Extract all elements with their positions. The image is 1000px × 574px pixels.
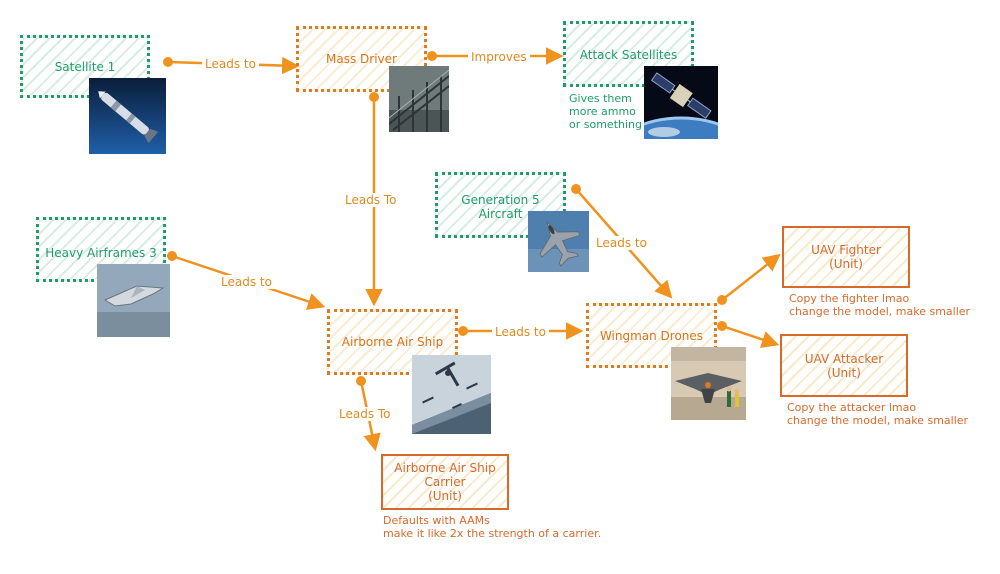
- node-label: Generation 5 Aircraft: [461, 193, 540, 221]
- node-uav-attacker[interactable]: UAV Attacker (Unit): [780, 334, 908, 397]
- edge-start-dot: [356, 376, 366, 386]
- edge-start-dot: [369, 92, 379, 102]
- node-label: UAV Fighter (Unit): [811, 243, 881, 271]
- node-label: Satellite 1: [54, 59, 116, 74]
- note-uav-fighter: Copy the fighter lmao change the model, …: [789, 292, 971, 318]
- edge-wingman-to-fighter: [721, 253, 781, 301]
- edge-start-dot: [167, 251, 177, 261]
- node-generation-5-aircraft[interactable]: Generation 5 Aircraft: [435, 172, 566, 238]
- edge-label-ship-to-carrier: Leads To: [336, 407, 394, 421]
- node-uav-fighter[interactable]: UAV Fighter (Unit): [782, 226, 910, 288]
- edge-start-dot: [458, 326, 468, 336]
- flying-wing-icon: [97, 264, 170, 337]
- satellite-icon: [644, 66, 718, 139]
- note-airborne-air-ship-carrier: Defaults with AAMs make it like 2x the s…: [383, 514, 602, 540]
- node-label: Attack Satellites: [579, 48, 678, 62]
- edge-label-ship-to-wingman: Leads to: [492, 325, 549, 339]
- edge-wingman-to-attacker: [721, 324, 780, 348]
- edge-label-heavy-to-ship: Leads to: [218, 275, 275, 289]
- edge-label-mass-to-attack: Improves: [468, 50, 530, 64]
- rocket-icon: [89, 78, 166, 154]
- node-label: Heavy Airframes 3: [45, 246, 157, 260]
- edge-start-dot: [571, 184, 581, 194]
- mass-driver-icon: [389, 66, 449, 132]
- note-attack-satellites: Gives them more ammo or something: [569, 92, 642, 131]
- edge-label-mass-to-ship: Leads To: [342, 193, 400, 207]
- node-label: UAV Attacker (Unit): [804, 351, 884, 380]
- airship-icon: [412, 355, 491, 434]
- note-uav-attacker: Copy the attacker lmao change the model,…: [787, 401, 969, 427]
- edge-start-dot: [717, 295, 727, 305]
- edge-label-gen5-to-wingman: Leads to: [593, 236, 650, 250]
- node-label: Airborne Air Ship: [341, 335, 444, 349]
- drone-icon: [671, 347, 746, 420]
- edge-start-dot: [717, 321, 727, 331]
- edge-label-sat-to-mass: Leads to: [202, 57, 259, 71]
- edge-start-dot: [427, 51, 437, 61]
- edge-start-dot: [163, 57, 173, 67]
- node-label: Airborne Air Ship Carrier (Unit): [394, 461, 496, 503]
- node-label: Mass Driver: [326, 52, 397, 66]
- node-label: Wingman Drones: [599, 328, 704, 343]
- node-airborne-air-ship-carrier[interactable]: Airborne Air Ship Carrier (Unit): [381, 454, 509, 510]
- fighter-jet-icon: [528, 211, 589, 272]
